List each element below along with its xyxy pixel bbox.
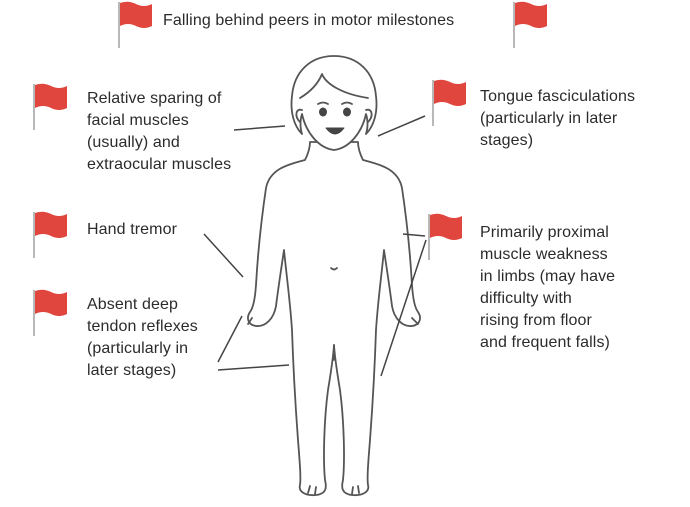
annotation-proximal-weakness: Primarily proximal muscle weakness in li… <box>480 224 616 351</box>
red-flag-icon <box>432 78 467 127</box>
red-flag-icon <box>118 0 153 49</box>
annotation-hand-tremor: Hand tremor <box>87 221 178 238</box>
red-flag-icon <box>33 288 68 337</box>
leader-lines <box>203 115 427 377</box>
annotation-tongue-fasciculations: Tongue fasciculations (particularly in l… <box>480 88 636 149</box>
annotation-absent-reflexes: Absent deep tendon reflexes (particularl… <box>87 296 198 379</box>
title-label: Falling behind peers in motor milestones <box>163 12 455 29</box>
red-flag-icon <box>428 212 463 261</box>
red-flag-icon <box>513 0 548 49</box>
child-figure-illustration <box>247 55 421 497</box>
red-flag-icon <box>33 210 68 259</box>
annotation-facial-muscles: Relative sparing of facial muscles (usua… <box>87 90 232 173</box>
red-flag-icon <box>33 82 68 131</box>
